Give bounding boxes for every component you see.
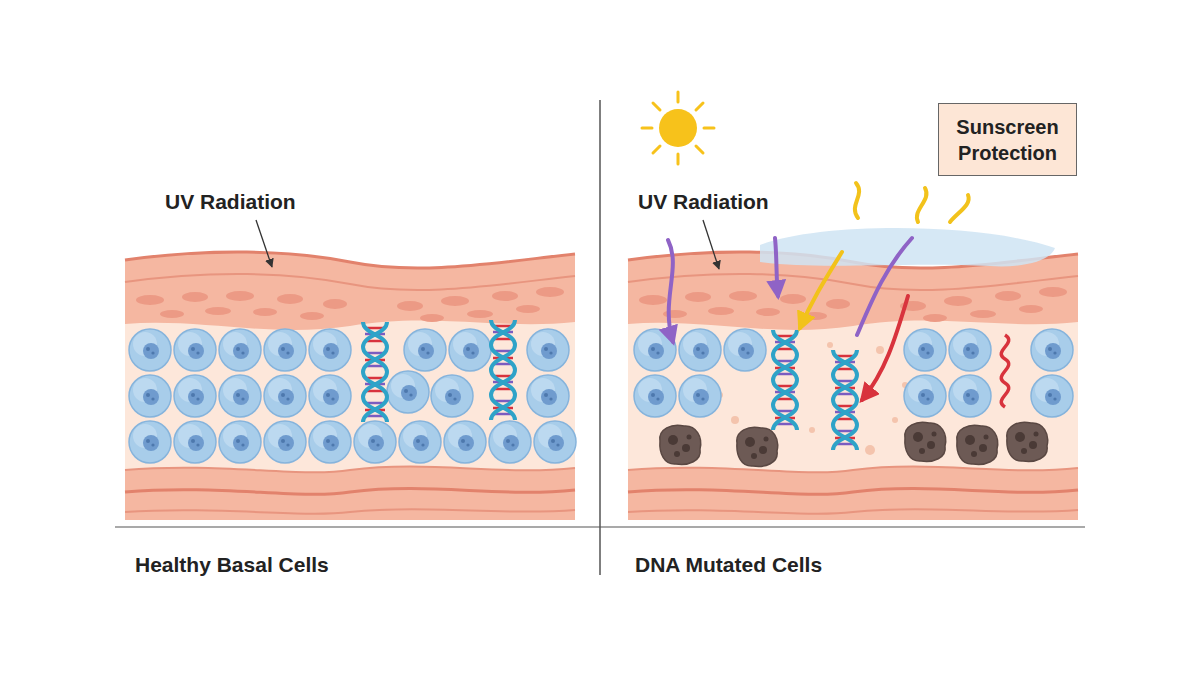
- basal-cell: [309, 329, 351, 371]
- mutated-cell: [957, 425, 998, 464]
- uv-rays: [668, 183, 969, 400]
- broken-dna-strand: [1001, 335, 1009, 407]
- basal-cell: [309, 375, 351, 417]
- basal-cell: [431, 375, 473, 417]
- basal-cell: [174, 329, 216, 371]
- basal-cell: [444, 421, 486, 463]
- basal-cell: [129, 375, 171, 417]
- mutated-cell: [737, 427, 778, 466]
- basal-cell: [634, 375, 676, 417]
- basal-cell: [724, 329, 766, 371]
- basal-cell: [534, 421, 576, 463]
- leader-line: [256, 220, 272, 267]
- basal-cell: [219, 421, 261, 463]
- dna-helix: [833, 350, 857, 450]
- basal-cell: [219, 329, 261, 371]
- basal-cell: [489, 421, 531, 463]
- skin-layers: [628, 252, 1078, 520]
- panel-baseline: [600, 526, 1085, 527]
- dna-helix: [363, 322, 387, 422]
- basal-cell: [399, 421, 441, 463]
- basal-cell: [129, 421, 171, 463]
- basal-cell: [904, 329, 946, 371]
- basal-cell: [679, 375, 721, 417]
- basal-cell: [1031, 329, 1073, 371]
- mutated-cell: [660, 425, 701, 464]
- basal-cell: [904, 375, 946, 417]
- leader-line: [703, 220, 719, 269]
- affected-cells: [634, 329, 1073, 466]
- basal-cell: [404, 329, 446, 371]
- basal-cell: [949, 329, 991, 371]
- panel-label: UV Radiation: [638, 189, 769, 214]
- basal-cell: [219, 375, 261, 417]
- dna-helix: [773, 330, 797, 430]
- skin-layers: [125, 252, 575, 520]
- basal-cell: [449, 329, 491, 371]
- panel-divider: [599, 100, 601, 575]
- mutated-cell: [905, 422, 946, 461]
- sun-symbol: [642, 92, 714, 164]
- basal-cell: [527, 329, 569, 371]
- basal-cell: [174, 375, 216, 417]
- basal-cell: [129, 329, 171, 371]
- basal-cell: [387, 371, 429, 413]
- panel-label: DNA Mutated Cells: [635, 552, 822, 577]
- panel-baseline: [115, 526, 600, 527]
- healthy-cells: [129, 329, 576, 463]
- basal-cell: [174, 421, 216, 463]
- dna-helix: [491, 320, 515, 420]
- mutated-cell: [1007, 422, 1048, 461]
- basal-cell: [309, 421, 351, 463]
- basal-cell: [949, 375, 991, 417]
- basal-cell: [1031, 375, 1073, 417]
- basal-cell: [354, 421, 396, 463]
- basal-cell: [527, 375, 569, 417]
- basal-cell: [264, 329, 306, 371]
- basal-cell: [264, 375, 306, 417]
- callout-box: Sunscreen Protection: [938, 103, 1077, 176]
- sunscreen-film: [760, 228, 1055, 266]
- panel-label: UV Radiation: [165, 189, 296, 214]
- callout-text: Sunscreen Protection: [939, 114, 1076, 166]
- panel-label: Healthy Basal Cells: [135, 552, 329, 577]
- basal-cell: [264, 421, 306, 463]
- basal-cell: [679, 329, 721, 371]
